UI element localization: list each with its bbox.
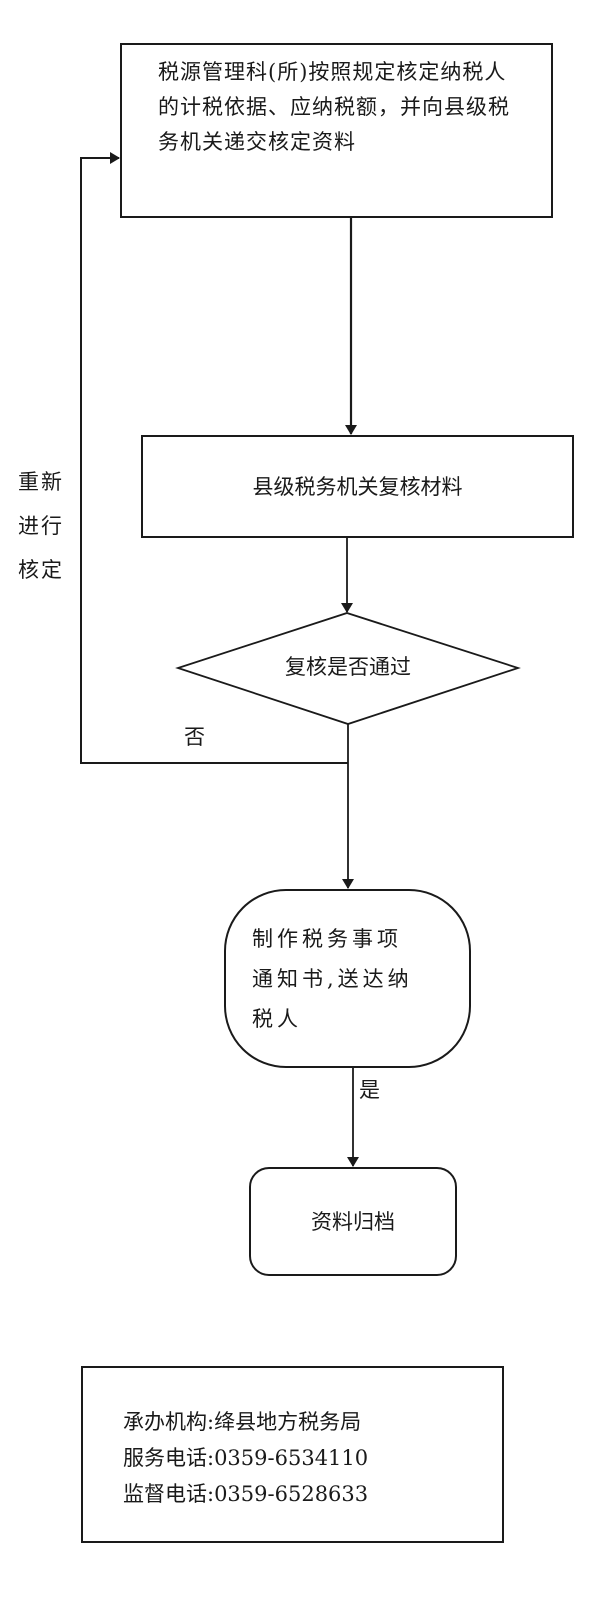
arrow-loop-redo bbox=[80, 152, 348, 764]
step-notify-line: 税人 bbox=[252, 1007, 302, 1031]
redo-edge-label: 重新 进行 核定 bbox=[18, 460, 78, 592]
redo-label-line: 重新 bbox=[18, 470, 64, 494]
step-review-box: 县级税务机关复核材料 bbox=[141, 435, 574, 538]
step-review-text: 县级税务机关复核材料 bbox=[252, 475, 463, 499]
step-assess-text: 税源管理科(所)按照规定核定纳税人的计税依据、应纳税额，并向县级税务机关递交核定… bbox=[158, 60, 510, 154]
redo-label-line: 进行 bbox=[18, 514, 64, 538]
contact-supervision-phone: 监督电话:0359-6528633 bbox=[123, 1482, 369, 1506]
contact-agency: 承办机构:绛县地方税务局 bbox=[123, 1410, 362, 1434]
contact-info-box: 承办机构:绛县地方税务局 服务电话:0359-6534110 监督电话:0359… bbox=[81, 1366, 504, 1543]
step-archive-text: 资料归档 bbox=[311, 1210, 395, 1234]
yes-edge-label: 是 bbox=[359, 1078, 380, 1102]
no-edge-label: 否 bbox=[184, 725, 205, 749]
step-notify-line: 制作税务事项 bbox=[252, 927, 402, 951]
step-notify-text: 制作税务事项 通知书,送达纳 税人 bbox=[252, 919, 452, 1039]
contact-info-text: 承办机构:绛县地方税务局 服务电话:0359-6534110 监督电话:0359… bbox=[123, 1404, 483, 1512]
redo-label-line: 核定 bbox=[18, 558, 64, 582]
step-assess-box: 税源管理科(所)按照规定核定纳税人的计税依据、应纳税额，并向县级税务机关递交核定… bbox=[120, 43, 553, 218]
step-archive-box: 资料归档 bbox=[249, 1167, 457, 1276]
step-notify-line: 通知书,送达纳 bbox=[252, 967, 413, 991]
step-notify-box: 制作税务事项 通知书,送达纳 税人 bbox=[224, 889, 471, 1068]
contact-service-phone: 服务电话:0359-6534110 bbox=[123, 1446, 369, 1470]
decision-text: 复核是否通过 bbox=[285, 655, 411, 679]
